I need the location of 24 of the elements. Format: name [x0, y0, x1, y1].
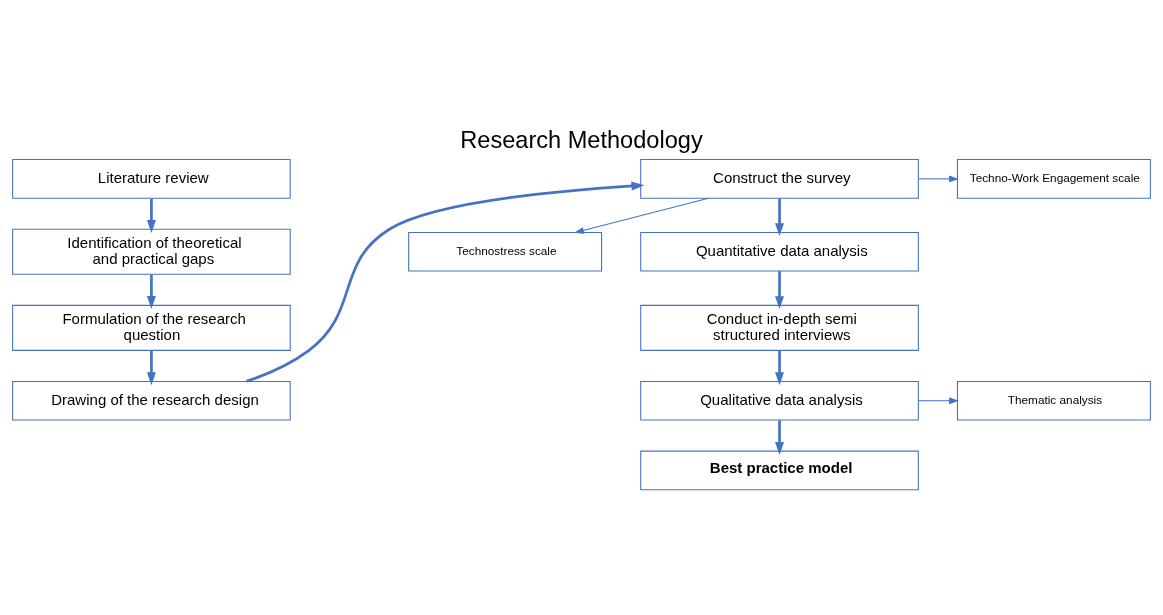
node-box: Techno-Work Engagement scale	[956, 159, 1151, 199]
arrow	[918, 397, 959, 405]
node-box: Construct the survey	[640, 159, 919, 199]
arrow	[146, 350, 156, 386]
arrow	[775, 271, 785, 310]
node-box: Quantitative data analysis	[640, 231, 919, 272]
arrow	[775, 350, 785, 386]
arrow	[775, 420, 785, 455]
arrow	[146, 274, 156, 309]
arrow	[918, 175, 959, 183]
node-box: Identification of theoretical and practical gaps	[12, 228, 291, 275]
node-box: Qualitative data analysis	[640, 380, 919, 421]
arrow	[146, 198, 156, 234]
arrow	[246, 181, 645, 383]
node-box: Literature review	[12, 159, 291, 199]
node-box: Drawing of the research design	[12, 380, 291, 421]
node-box: Best practice model	[640, 450, 919, 491]
diagram-title: Research Methodology	[460, 127, 703, 154]
node-box: Formulation of the research question	[12, 304, 291, 351]
arrow	[775, 198, 785, 237]
node-box: Thematic analysis	[956, 380, 1151, 421]
node-box: Technostress scale	[408, 231, 603, 272]
node-box: Conduct in-depth semi structured interviews	[640, 304, 919, 351]
arrow	[574, 197, 710, 234]
